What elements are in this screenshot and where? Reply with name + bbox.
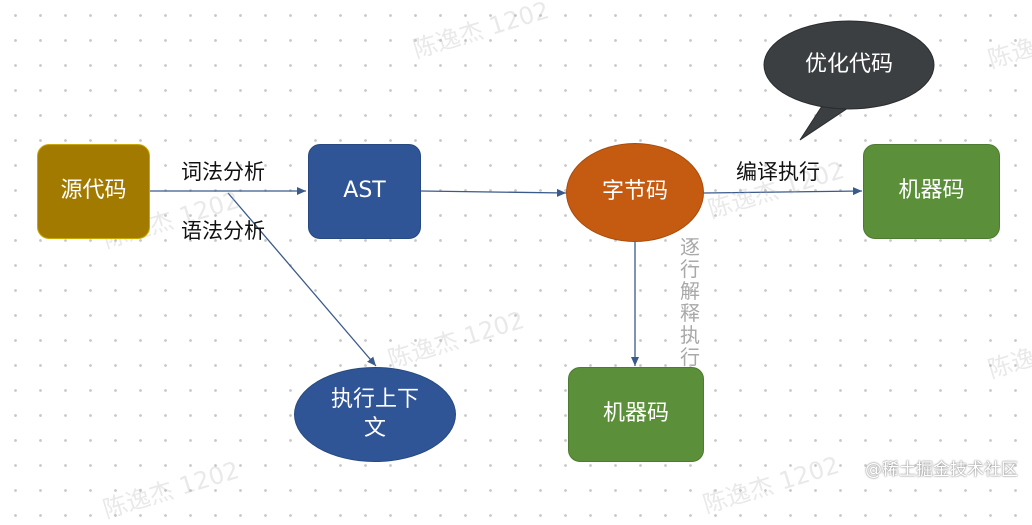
arrow-bytecode-to-machine-code (703, 187, 863, 196)
compile-execute-label: 编译执行 (736, 160, 820, 184)
machine-code-bottom-node: 机器码 (568, 367, 704, 462)
bytecode-node: 字节码 (566, 143, 704, 242)
diagram-canvas (150, 20, 935, 367)
optimize-node-label: 优化代码 (804, 51, 893, 77)
credit-label: @稀土掘金技术社区 (865, 460, 1018, 480)
ast-node: AST (308, 144, 421, 239)
machine-code-right-node: 机器码 (863, 144, 1000, 239)
interpret-line-by-line-label: 逐行解释执行 (680, 235, 700, 369)
optimize-bubble (799, 105, 850, 141)
source-code-node: 源代码 (37, 144, 150, 239)
lexical-analysis-label: 词法分析 (181, 160, 265, 184)
arrow-ast-to-bytecode (420, 188, 567, 197)
arrow-to-exec-context (227, 192, 377, 367)
optimize-bubble-body (763, 20, 935, 110)
syntax-analysis-label: 语法分析 (181, 219, 265, 243)
exec-context-node: 执行上下文 (294, 367, 456, 462)
